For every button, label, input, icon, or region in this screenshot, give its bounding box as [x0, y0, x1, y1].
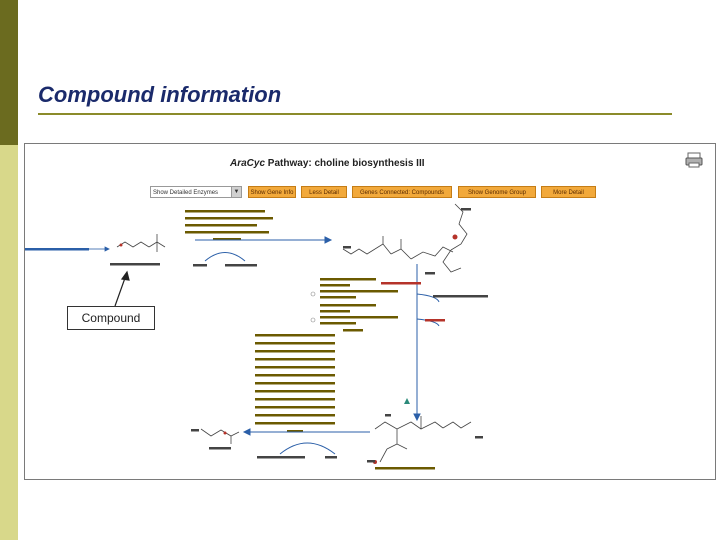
- reaction-arrow-down: [413, 264, 440, 422]
- enzyme-label-block-top: [185, 210, 273, 241]
- reaction-arrow-main: [195, 236, 333, 262]
- enzyme-label-block-bottom: [255, 334, 335, 433]
- right-structure-labels: [343, 208, 471, 275]
- reaction-arrow-bottom: [242, 428, 370, 455]
- left-labels: [25, 248, 160, 266]
- enzyme-label-block-middle: [310, 278, 398, 332]
- show-gene-info-button[interactable]: Show Gene Info: [248, 186, 296, 198]
- callout-pointer: [114, 270, 130, 307]
- bottom-left-labels: [191, 429, 337, 459]
- pathway-title-text: Pathway: choline biosynthesis III: [265, 158, 425, 169]
- view-select-value: Show Detailed Enzymes: [153, 190, 219, 196]
- app-name: AraCyc: [230, 158, 266, 169]
- phosphorylcholine-structure: [116, 234, 166, 252]
- sidebar-light-bar: [0, 145, 18, 540]
- view-select[interactable]: Show Detailed Enzymes ▼: [150, 186, 242, 198]
- genes-connected-button[interactable]: Genes Connected: Compounds: [352, 186, 452, 198]
- bottom-right-labels: [367, 414, 483, 470]
- pathway-title: AraCyc Pathway: choline biosynthesis III: [230, 158, 425, 169]
- show-genome-group-button[interactable]: Show Genome Group: [458, 186, 536, 198]
- choline-structure: [200, 428, 240, 444]
- entry-arrow: [89, 246, 110, 252]
- less-detail-button[interactable]: Less Detail: [301, 186, 347, 198]
- more-detail-button[interactable]: More Detail: [541, 186, 596, 198]
- printer-icon[interactable]: [685, 152, 703, 168]
- sidebar-olive-bar: [0, 0, 18, 145]
- pathway-diagram: [25, 203, 488, 470]
- side-product-labels: [381, 282, 488, 322]
- cosubstrate-labels: [193, 264, 257, 267]
- phosphatidylcholine-structure: [373, 398, 472, 464]
- compound-callout: Compound: [67, 306, 155, 330]
- cdp-choline-structure: [342, 203, 468, 273]
- slide-title: Compound information: [38, 82, 282, 107]
- chevron-down-icon: ▼: [231, 187, 241, 197]
- title-divider: [38, 113, 672, 115]
